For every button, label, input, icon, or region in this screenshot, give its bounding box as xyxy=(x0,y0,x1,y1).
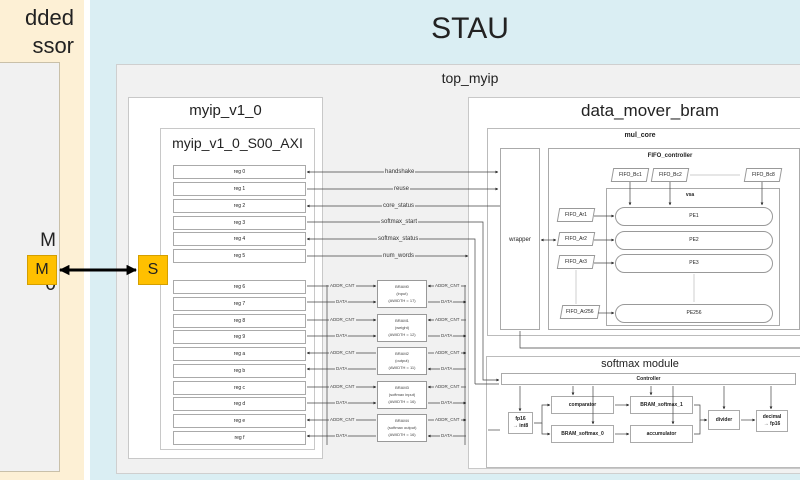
register-12: reg c xyxy=(173,381,306,395)
bram-signal-label: DATA xyxy=(335,333,349,339)
register-13: reg d xyxy=(173,397,306,411)
processor-title-line1: dded xyxy=(25,5,74,30)
bram-signal-label: DATA xyxy=(440,366,454,372)
bram-name-label: BRAM3 xyxy=(395,385,409,390)
vsa-label: vsa xyxy=(685,192,695,198)
bram-signal-label: DATA xyxy=(335,299,349,305)
bram-signal-label: DATA xyxy=(440,333,454,339)
decimal-to-fp16-label: decimal xyxy=(762,414,782,420)
bram-signal-label: DATA xyxy=(335,400,349,406)
bram-signal-label: ADDR_CNT xyxy=(434,417,461,423)
bram-role-label: (weight) xyxy=(394,325,410,330)
bram-signal-label: DATA xyxy=(440,299,454,305)
bram-signal-label: ADDR_CNT xyxy=(434,317,461,323)
fp16-to-int8-block: fp16 → int8 xyxy=(508,412,533,434)
decimal-to-fp16-label: → fp16 xyxy=(763,421,781,427)
bram-role-label: (softmax output) xyxy=(387,425,417,430)
bram-signal-label: ADDR_CNT xyxy=(329,317,356,323)
comparator-block: comparator xyxy=(551,396,614,414)
myip-label: myip_v1_0 xyxy=(189,102,262,119)
master-port: M xyxy=(27,255,57,285)
bram-signal-label: ADDR_CNT xyxy=(434,384,461,390)
pe-block: PE3 xyxy=(615,254,773,273)
top-myip-label: top_myip xyxy=(441,70,499,86)
bram-role-label: (softmax input) xyxy=(388,392,416,397)
register-9: reg 9 xyxy=(173,330,306,344)
mul-core-label: mul_core xyxy=(624,132,656,139)
bram-width-label: (AWIDTH = 17) xyxy=(388,298,416,303)
decimal-to-fp16-block: decimal → fp16 xyxy=(756,410,788,432)
bram-signal-label: ADDR_CNT xyxy=(434,350,461,356)
register-1: reg 1 xyxy=(173,182,306,196)
data-mover-bram-label: data_mover_bram xyxy=(581,101,719,120)
signal-label: reuse xyxy=(393,185,411,193)
bram-softmax-1-block: BRAM_softmax_1 xyxy=(630,396,693,414)
bram-width-label: (AWIDTH = 16) xyxy=(388,399,416,404)
register-10: reg a xyxy=(173,347,306,361)
processor-label-line: M xyxy=(40,230,56,251)
bram-signal-label: ADDR_CNT xyxy=(329,283,356,289)
bram-name-label: BRAM2 xyxy=(395,351,409,356)
stau-title: STAU xyxy=(431,12,509,45)
bram-block: BRAM1 (weight) (AWIDTH = 12) xyxy=(377,314,427,342)
bram-width-label: (AWIDTH = 16) xyxy=(388,432,416,437)
register-0: reg 0 xyxy=(173,165,306,179)
bram-signal-label: ADDR_CNT xyxy=(329,417,356,423)
softmax-controller-block: Controller xyxy=(501,373,796,385)
bram-block: BRAM2 (output) (AWIDTH = 11) xyxy=(377,347,427,375)
bram-block: BRAM4 (softmax output) (AWIDTH = 16) xyxy=(377,414,427,442)
pe-block: PE256 xyxy=(615,304,773,323)
bram-width-label: (AWIDTH = 12) xyxy=(388,332,416,337)
bram-role-label: (input) xyxy=(396,291,408,296)
processor-title-line2: ssor xyxy=(32,33,74,58)
pe-block: PE1 xyxy=(615,207,773,226)
bram-signal-label: ADDR_CNT xyxy=(329,350,356,356)
register-2: reg 2 xyxy=(173,199,306,213)
wrapper-bottom-wire xyxy=(519,331,800,349)
register-4: reg 4 xyxy=(173,232,306,246)
softmax-module-label: softmax module xyxy=(601,358,679,370)
bram-signal-label: DATA xyxy=(440,433,454,439)
register-15: reg f xyxy=(173,431,306,445)
register-7: reg 7 xyxy=(173,297,306,311)
wrapper-block: wrapper xyxy=(500,148,540,330)
register-6: reg 6 xyxy=(173,280,306,294)
register-11: reg b xyxy=(173,364,306,378)
register-14: reg e xyxy=(173,414,306,428)
signal-label: core_status xyxy=(382,202,416,210)
register-3: reg 3 xyxy=(173,216,306,230)
softmax-status-wire xyxy=(306,237,476,384)
bram-softmax-0-block: BRAM_softmax_0 xyxy=(551,425,614,443)
fp16-to-int8-label: → int8 xyxy=(512,423,529,429)
signal-label: num_words xyxy=(382,252,416,260)
bram-block: BRAM0 (input) (AWIDTH = 17) xyxy=(377,280,427,308)
bram-width-label: (AWIDTH = 11) xyxy=(388,365,416,370)
signal-label: softmax_start xyxy=(380,218,419,226)
pe-block: PE2 xyxy=(615,231,773,250)
bram-signal-label: DATA xyxy=(335,366,349,372)
processor-title: dded ssor xyxy=(0,4,84,60)
bram-name-label: BRAM4 xyxy=(395,418,409,423)
fifo-controller-label: FIFO_controller xyxy=(647,153,693,159)
register-5: reg 5 xyxy=(173,249,306,263)
slave-port: S xyxy=(138,255,168,285)
signal-label: softmax_status xyxy=(377,235,420,243)
axi-label: myip_v1_0_S00_AXI xyxy=(172,135,303,151)
fp16-to-int8-label: fp16 xyxy=(515,416,526,422)
register-8: reg 8 xyxy=(173,314,306,328)
bram-signal-label: ADDR_CNT xyxy=(434,283,461,289)
bram-role-label: (output) xyxy=(395,358,409,363)
accumulator-block: accumulator xyxy=(630,425,693,443)
divider-block: divider xyxy=(708,410,740,430)
bram-name-label: BRAM0 xyxy=(395,284,409,289)
bram-signal-label: DATA xyxy=(440,400,454,406)
signal-label: handshake xyxy=(384,168,416,176)
bram-signal-label: ADDR_CNT xyxy=(329,384,356,390)
bram-signal-label: DATA xyxy=(335,433,349,439)
bram-block: BRAM3 (softmax input) (AWIDTH = 16) xyxy=(377,381,427,409)
bram-name-label: BRAM1 xyxy=(395,318,409,323)
